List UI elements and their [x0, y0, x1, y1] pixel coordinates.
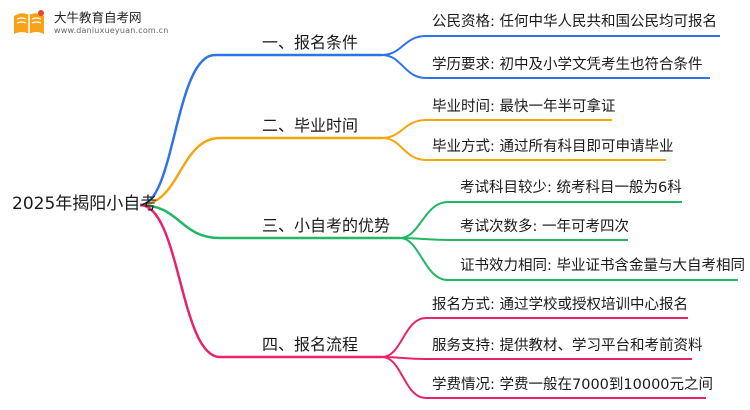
site-logo[interactable]: 大牛教育自考网 www.daniuxueyuan.com.cn: [8, 6, 168, 40]
leaf-3-1: 考试科目较少: 统考科目一般为6科: [460, 180, 682, 196]
leaf-4-1: 报名方式: 通过学校或授权培训中心报名: [432, 297, 688, 313]
leaf-2-2: 毕业方式: 通过所有科目即可申请毕业: [432, 139, 674, 155]
branch-label-2: 二、毕业时间: [262, 116, 359, 135]
leaf-4-3: 学费情况: 学费一般在7000到10000元之间: [432, 377, 714, 393]
branch-label-4: 四、报名流程: [262, 335, 359, 354]
connector-leaf-4-2: [381, 356, 692, 360]
leaf-2-1: 毕业时间: 最快一年半可拿证: [432, 99, 616, 115]
connector-branch-1: [139, 53, 382, 207]
branch-label-1: 一、报名条件: [262, 33, 359, 52]
connector-branch-4: [139, 203, 382, 359]
connector-leaf-2-2: [381, 137, 666, 161]
connector-leaf-3-3: [399, 237, 738, 281]
connector-branch-2: [139, 136, 382, 207]
leaf-1-2: 学历要求: 初中及小学文凭考生也符合条件: [432, 57, 703, 73]
logo-title: 大牛教育自考网: [54, 10, 142, 25]
connector-branch-3: [139, 203, 400, 240]
connector-leaf-1-1: [381, 35, 720, 56]
leaf-3-3: 证书效力相同: 毕业证书含金量与大自考相同: [460, 258, 745, 274]
leaf-1-1: 公民资格: 任何中华人民共和国公民均可报名: [432, 14, 717, 30]
connector-leaf-3-1: [399, 201, 682, 239]
connector-leaf-3-2: [399, 237, 628, 241]
branch-label-3: 三、小自考的优势: [262, 216, 391, 235]
connector-leaf-4-1: [381, 317, 688, 358]
leaf-4-2: 服务支持: 提供教材、学习平台和考前资料: [432, 338, 703, 354]
leaf-3-2: 考试次数多: 一年可考四次: [460, 219, 629, 235]
logo-url: www.daniuxueyuan.com.cn: [54, 26, 169, 35]
root-topic: 2025年揭阳小自考: [12, 194, 158, 214]
connector-leaf-2-1: [381, 119, 612, 139]
connector-leaf-4-3: [381, 356, 706, 399]
book-logo-icon: [14, 10, 44, 35]
connector-leaf-1-2: [381, 54, 710, 79]
